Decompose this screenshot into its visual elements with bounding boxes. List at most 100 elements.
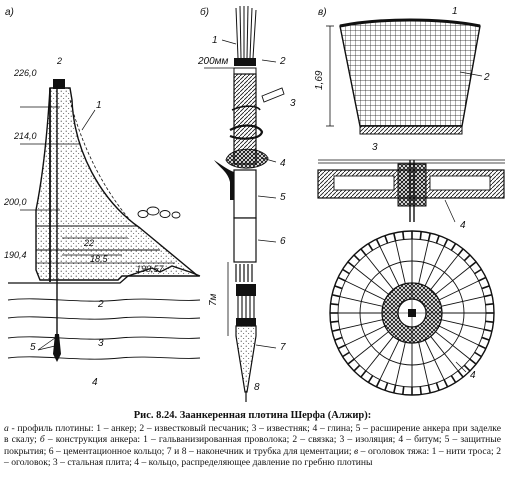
ring-spoke <box>379 339 400 380</box>
ring-rim-segment <box>337 276 346 282</box>
wire-bundle <box>235 5 257 59</box>
caption-prefix-a: а <box>4 422 9 434</box>
ring-rim-segment <box>481 336 490 341</box>
ring-spoke <box>424 339 445 380</box>
ring-spoke <box>395 342 406 386</box>
dam-body <box>35 87 200 281</box>
ring-rim-segment <box>375 379 381 388</box>
callout-a-1: 1 <box>96 100 102 111</box>
ring-spoke <box>379 246 400 287</box>
ring-rim-segment <box>402 231 405 240</box>
ring-spoke <box>365 254 394 290</box>
panel-label-b: б) <box>200 6 209 18</box>
ring-rim-segment <box>478 344 487 350</box>
ring-spoke <box>430 254 459 290</box>
ring-rim-segment <box>457 370 464 378</box>
ring-rim-segment <box>469 261 477 268</box>
callout-b-5: 5 <box>280 192 286 203</box>
caption-body: а - профиль плотины: 1 – анкер; 2 – изве… <box>4 423 501 469</box>
callout-c-4-top: 4 <box>460 220 466 231</box>
figure-drawing: а) <box>3 5 505 402</box>
ring-rim-segment <box>342 351 350 358</box>
ring-rim-segment <box>463 364 471 372</box>
section-break <box>235 264 253 282</box>
caption-text-b: – конструкция анкера: 1 – гальванизирова… <box>4 434 501 457</box>
elevation-190-4: 190,4 <box>4 250 27 260</box>
callout-a-5: 5 <box>30 342 36 353</box>
ring-spoke <box>441 296 485 307</box>
ring-spoke <box>339 319 383 330</box>
ring-rim-segment <box>347 358 355 365</box>
ring-rim-segment <box>474 268 482 275</box>
binding <box>234 58 256 66</box>
ring-rim-segment <box>427 384 432 394</box>
callout-b-2: 2 <box>279 56 286 67</box>
ring-rim-segment <box>483 293 493 298</box>
callout-a-3: 3 <box>98 338 104 349</box>
anchor-expansion <box>53 334 61 362</box>
ring-spoke <box>395 240 406 284</box>
ring-rim-segment <box>485 320 494 323</box>
ring-rim-segment <box>342 268 350 275</box>
ring-rim-segment <box>457 248 464 256</box>
caption-title: Рис. 8.24. Заанкеренная плотина Шерфа (А… <box>133 410 372 421</box>
ring-spoke <box>418 240 429 284</box>
ring-rim-segment <box>478 276 487 282</box>
dim-200mm: 200мм <box>197 56 229 67</box>
caption-prefix-c: в <box>354 445 359 457</box>
panel-c-anchor-head: в) 1,69 1 2 3 4 <box>314 6 505 396</box>
pressure-ring-plan <box>329 230 495 396</box>
ring-rim-segment <box>427 232 432 242</box>
callout-c-3: 3 <box>372 142 378 153</box>
ring-spoke <box>365 336 394 372</box>
callout-b-3: 3 <box>290 98 296 109</box>
ring-spoke <box>353 266 389 295</box>
ring-rim-segment <box>330 320 339 323</box>
stones <box>137 206 181 219</box>
ring-rim-segment <box>353 364 361 372</box>
ring-spoke <box>418 342 429 386</box>
ring-spoke <box>438 325 479 346</box>
ring-rim-segment <box>384 382 389 391</box>
ring-rim-segment <box>331 293 341 298</box>
panel-label-c: в) <box>318 7 327 18</box>
dam-crest <box>53 79 65 89</box>
ring-rim-segment <box>392 384 397 394</box>
ring-rim-segment <box>331 328 341 333</box>
elevation-214: 214,0 <box>13 131 37 141</box>
ring-rim-segment <box>384 235 389 244</box>
ring-rim-segment <box>481 285 490 290</box>
callout-c-4-bottom: 4 <box>470 370 476 381</box>
dim-7m: 7м <box>208 293 219 306</box>
figure-caption: Рис. 8.24. Заанкеренная плотина Шерфа (А… <box>4 410 501 469</box>
ring-spoke <box>353 331 389 360</box>
ring-rim-segment <box>483 328 493 333</box>
ring-rim-segment <box>360 248 367 256</box>
bitumen <box>225 148 269 169</box>
ring-rim-segment <box>337 344 346 350</box>
anchor-tip <box>235 325 257 393</box>
panel-label-a: а) <box>5 7 14 18</box>
ring-rim-segment <box>402 386 405 395</box>
ring-rim-segment <box>334 336 343 341</box>
ring-rim-segment <box>485 303 494 306</box>
callout-b-4: 4 <box>280 158 286 169</box>
ring-spoke <box>435 331 471 360</box>
elevation-226: 226,0 <box>13 68 37 78</box>
callout-b-1: 1 <box>212 35 218 46</box>
steel-plate <box>359 125 463 135</box>
caption-prefix-b: б <box>39 434 45 446</box>
ring-rim-segment <box>463 254 471 262</box>
ring-rim-segment <box>367 375 374 383</box>
ring-rim-segment <box>450 243 457 251</box>
dim-crest-width: 2 <box>56 56 62 66</box>
ring-rim-segment <box>435 382 440 391</box>
ring-spoke <box>430 336 459 372</box>
elevation-200: 200,0 <box>3 197 27 207</box>
ring-spoke <box>345 280 386 301</box>
dim-22: 22 <box>83 238 94 248</box>
ring-spoke <box>435 266 471 295</box>
ring-rim-segment <box>353 254 361 262</box>
ring-rim-segment <box>435 235 440 244</box>
ring-rim-segment <box>419 231 422 240</box>
